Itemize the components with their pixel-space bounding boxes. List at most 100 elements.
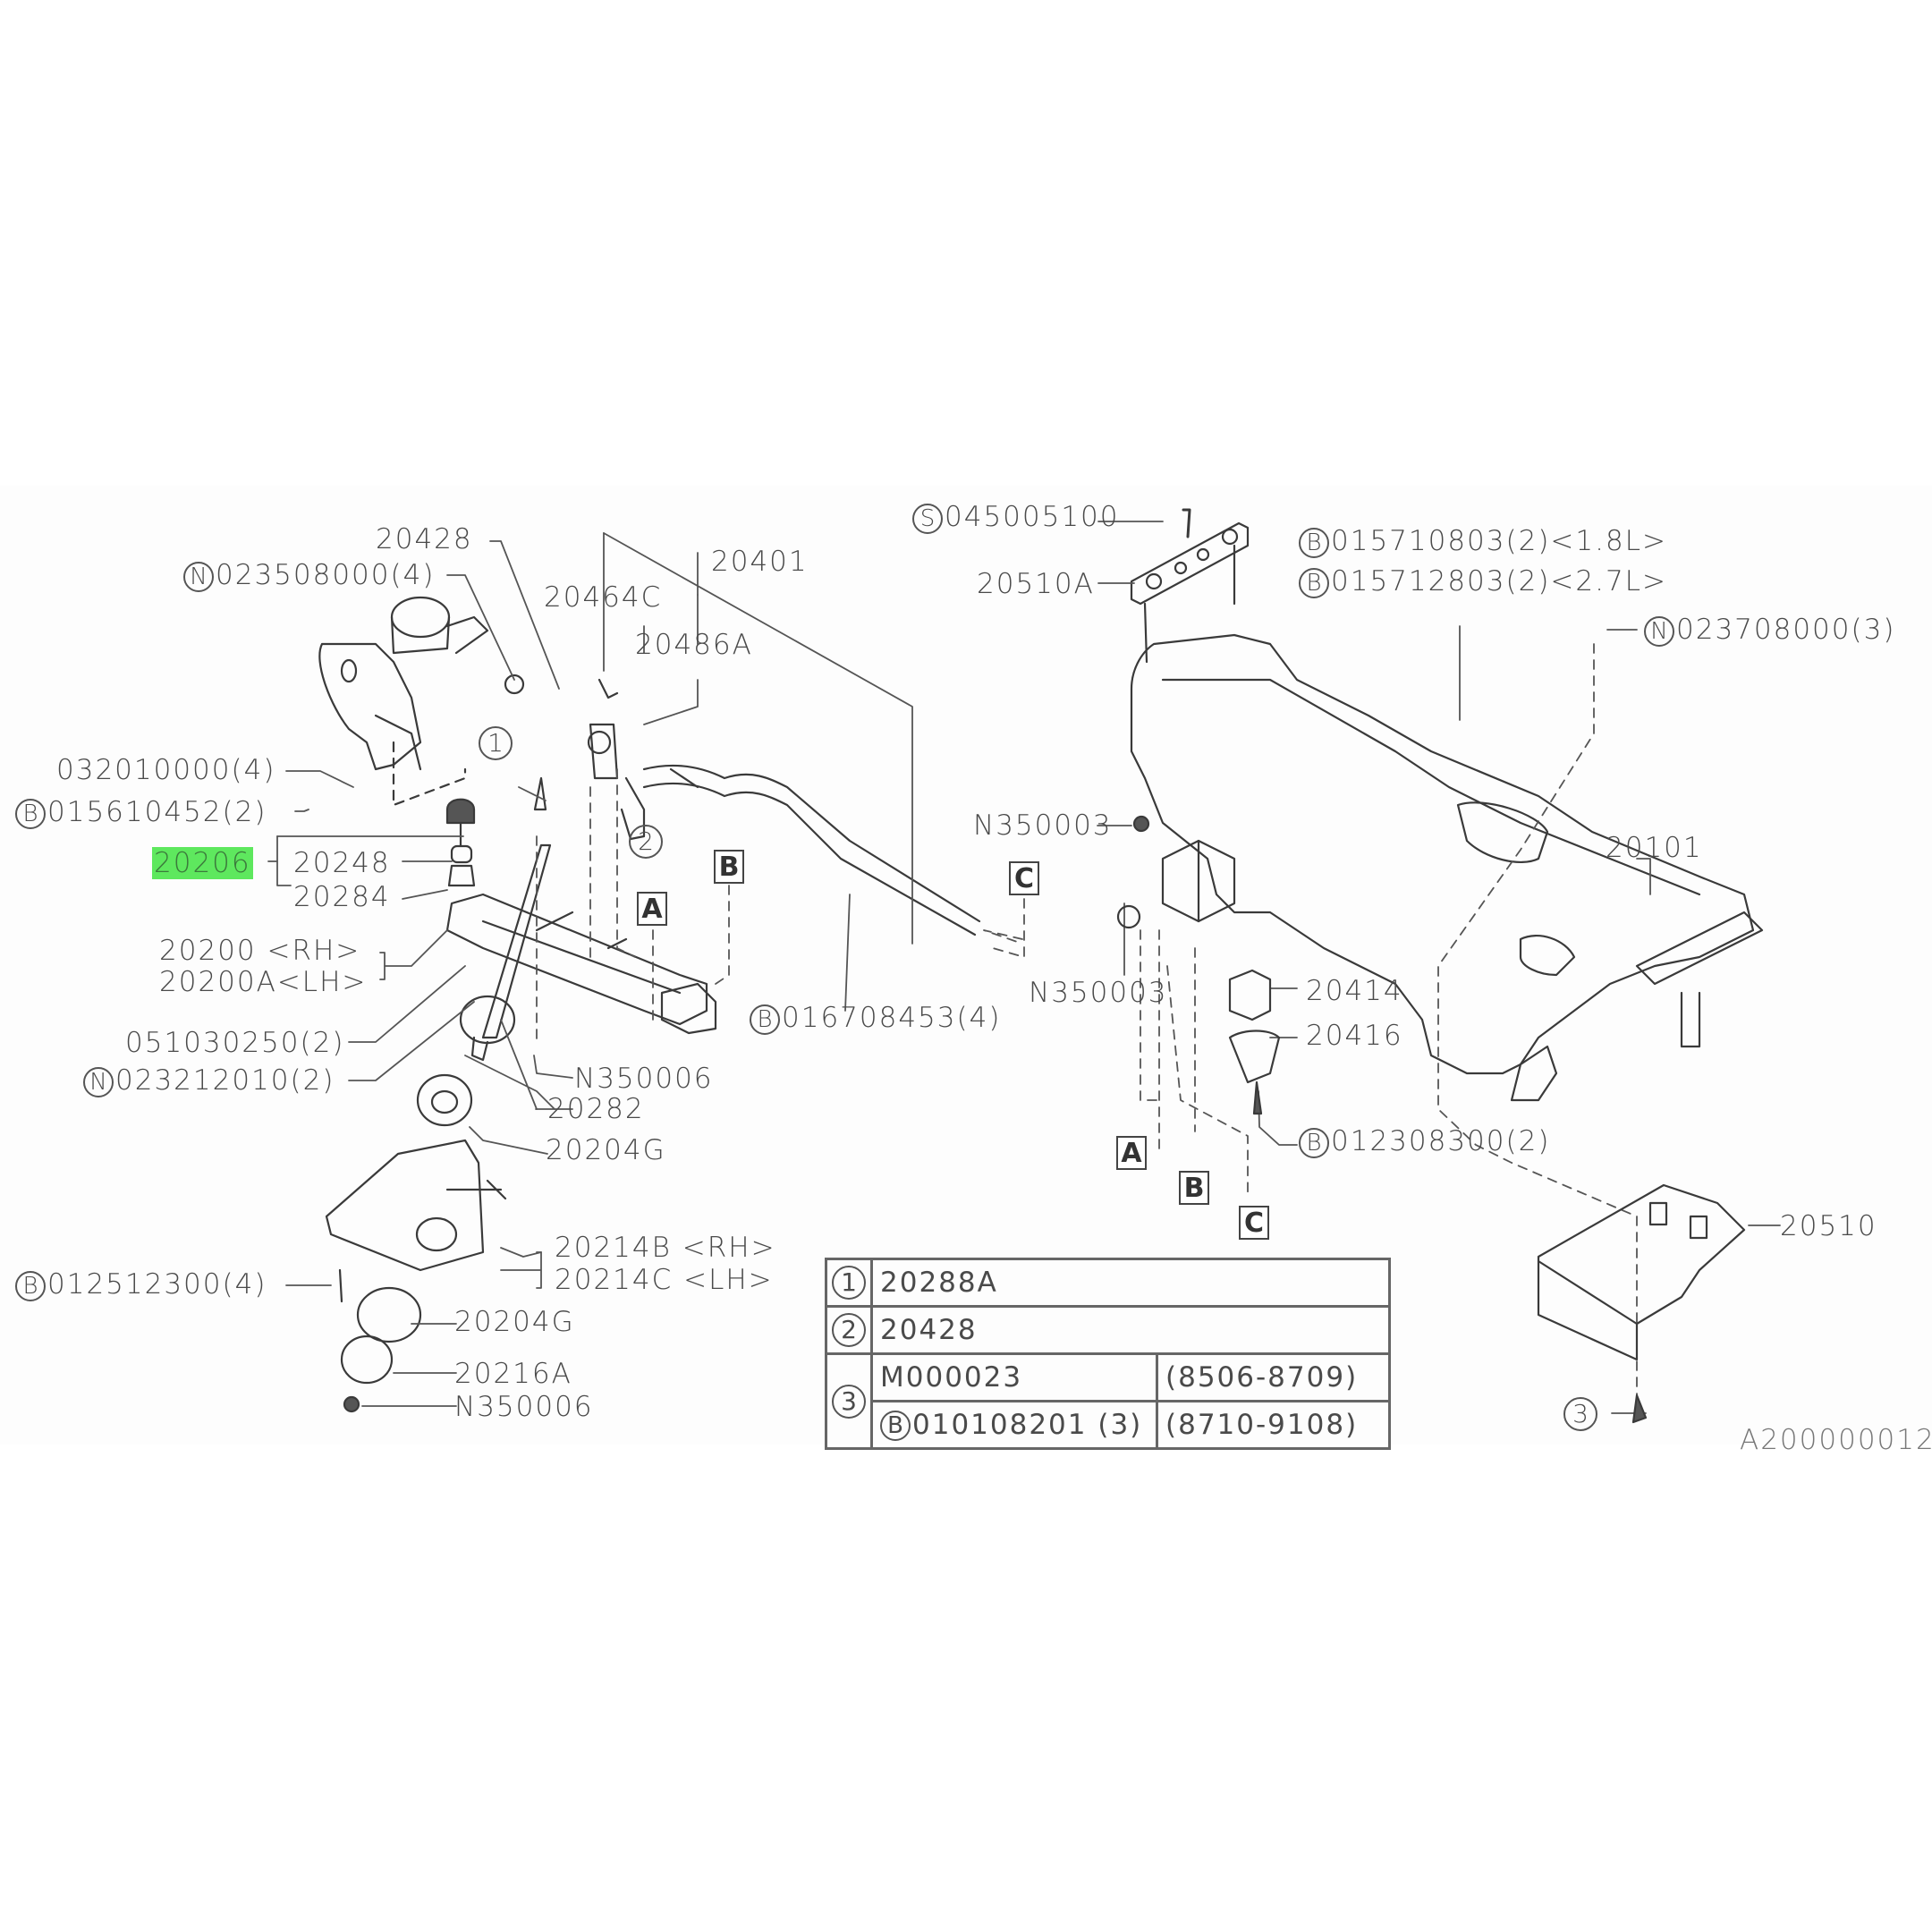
table-cell: 20288A	[870, 1258, 1391, 1308]
table-cell: (8506-8709)	[1156, 1352, 1391, 1402]
connector-a-right: A	[1116, 1136, 1147, 1170]
part-label-n350003-upper: N350003	[973, 809, 1113, 842]
part-number: 023708000(3)	[1676, 614, 1896, 646]
row-key: 1	[825, 1258, 873, 1308]
part-label-20510a: 20510A	[977, 568, 1095, 600]
row-key: 2	[825, 1305, 873, 1355]
part-number: 015710803(2)<1.8L>	[1331, 525, 1667, 557]
bolt-symbol-icon: B	[1299, 567, 1329, 598]
part-number: 023508000(4)	[216, 559, 436, 591]
lower-arm-drawing	[445, 893, 717, 1035]
bushing-clamp-drawing	[1116, 815, 1281, 1115]
connector-lines-right	[983, 643, 1638, 1396]
connector-c-left: C	[1009, 861, 1039, 895]
table-cell: 20428	[870, 1305, 1391, 1355]
part-label-20248: 20248	[293, 847, 391, 879]
part-label-20428: 20428	[376, 523, 473, 555]
callout-number: 1	[832, 1266, 866, 1300]
screw-symbol-icon: S	[912, 503, 943, 534]
callout-number: 1	[479, 726, 513, 760]
leader-lines-stabilizer	[518, 532, 913, 1012]
connector-lines-left	[536, 768, 1025, 1043]
callout-number: 2	[629, 825, 663, 859]
bolt-symbol-icon: B	[15, 798, 46, 829]
part-number: 012308300(2)	[1331, 1125, 1551, 1157]
part-label-20510: 20510	[1780, 1210, 1877, 1242]
table-row: 1 20288A	[825, 1258, 1391, 1308]
part-label-20416: 20416	[1306, 1020, 1403, 1052]
part-label-20216a: 20216A	[454, 1358, 572, 1390]
part-label-20206-highlighted[interactable]: 20206	[152, 847, 253, 879]
part-label-20214c-lh: 20214C <LH>	[555, 1264, 774, 1296]
part-label-20401: 20401	[711, 546, 809, 578]
bolt-symbol-icon: B	[880, 1411, 911, 1442]
part-label-20101: 20101	[1606, 832, 1703, 864]
strut-rod-drawing	[459, 843, 552, 1062]
bolt-symbol-icon: B	[750, 1004, 780, 1035]
connector-a-left: A	[637, 892, 667, 926]
connector-b-left: B	[714, 850, 744, 884]
bolt-symbol-icon: B	[1299, 1127, 1329, 1158]
bolt-symbol-icon: B	[1299, 527, 1329, 558]
table-cell: (8710-9108)	[1156, 1400, 1391, 1450]
part-number: 010108201 (3)	[912, 1408, 1143, 1441]
part-label-20464c: 20464C	[544, 581, 663, 614]
table-row: 3 M000023 (8506-8709)	[825, 1352, 1391, 1450]
part-label-n350006-upper: N350006	[574, 1063, 714, 1095]
part-label-20214b-rh: 20214B <RH>	[555, 1232, 776, 1264]
part-number: 015712803(2)<2.7L>	[1331, 565, 1667, 597]
part-label-051030250: 051030250(2)	[125, 1027, 345, 1059]
ball-joint-drawing	[445, 798, 476, 887]
table-cell: M000023	[870, 1352, 1158, 1402]
callout-number: 3	[1563, 1397, 1597, 1431]
callout-number: 3	[832, 1384, 866, 1419]
part-number: 045005100	[945, 501, 1120, 533]
reference-table: 1 20288A 2 20428 3 M000023 (8506-8709) B…	[825, 1258, 1391, 1450]
part-label-20486a: 20486A	[635, 629, 753, 661]
nut-symbol-icon: N	[183, 561, 214, 592]
mount-bracket-drawing	[325, 1073, 507, 1413]
stabilizer-bar-drawing	[504, 674, 981, 936]
crossmember-plate-drawing	[1130, 508, 1250, 664]
part-label-20414: 20414	[1306, 975, 1403, 1007]
diagram-code: A200000012	[1740, 1424, 1932, 1456]
steering-knuckle-drawing	[318, 596, 489, 771]
connector-c-right: C	[1239, 1206, 1269, 1240]
callout-1: 1	[479, 726, 513, 760]
part-number: 015610452(2)	[47, 796, 267, 828]
front-crossmember-drawing	[1130, 633, 1764, 1102]
bolt-symbol-icon: B	[15, 1270, 46, 1301]
part-label-n350003-lower: N350003	[1029, 977, 1168, 1009]
part-number: 023212010(2)	[115, 1064, 335, 1097]
part-label-n350006-lower: N350006	[454, 1391, 594, 1423]
part-label-20284: 20284	[293, 881, 391, 913]
connector-b-right: B	[1179, 1171, 1209, 1205]
highlight-marker: 20206	[152, 847, 253, 879]
leader-lines-right	[1097, 521, 1781, 1414]
callout-2: 2	[629, 825, 663, 859]
part-label-20282: 20282	[547, 1093, 645, 1125]
nut-symbol-icon: N	[1644, 615, 1674, 647]
part-label-20204g-lower: 20204G	[454, 1306, 575, 1338]
table-row: 2 20428	[825, 1305, 1391, 1355]
part-number: 016708453(4)	[782, 1002, 1002, 1034]
callout-number: 2	[832, 1313, 866, 1347]
leader-lines-left	[267, 540, 573, 1407]
part-label-20200a-lh: 20200A<LH>	[159, 966, 368, 998]
part-label-20200-rh: 20200 <RH>	[159, 935, 361, 967]
part-label-032010000: 032010000(4)	[56, 754, 276, 786]
part-number: 012512300(4)	[47, 1268, 267, 1301]
